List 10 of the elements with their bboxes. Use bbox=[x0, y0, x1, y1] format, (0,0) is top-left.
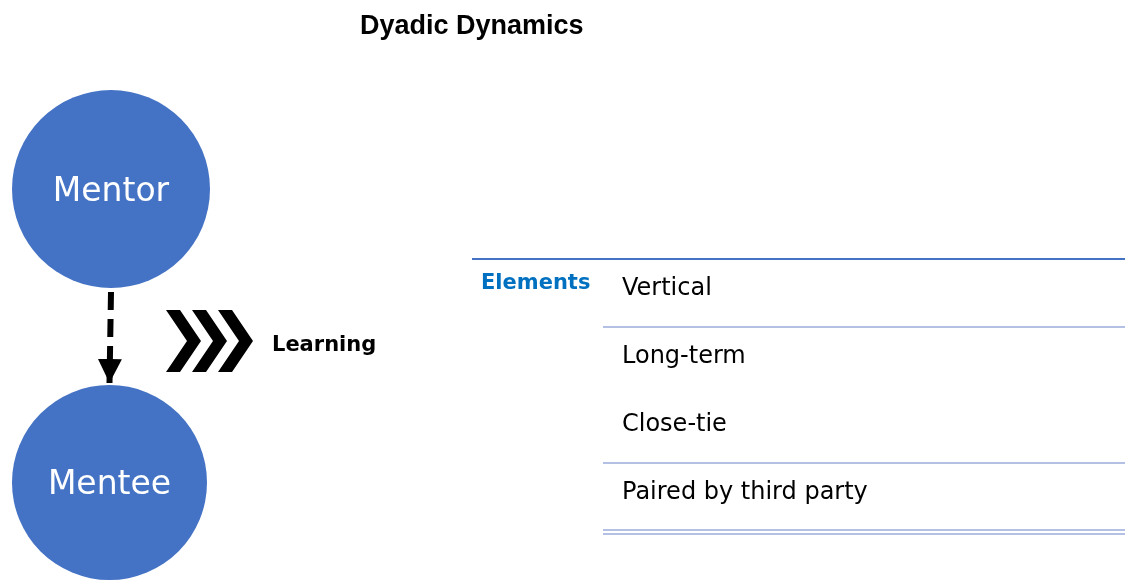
list-item: Long-term bbox=[622, 341, 746, 369]
list-item: Close-tie bbox=[622, 409, 727, 437]
list-item: Vertical bbox=[622, 273, 712, 301]
node-label: Mentor bbox=[52, 169, 170, 209]
title: Dyadic Dynamics bbox=[360, 10, 584, 41]
node-label: Mentee bbox=[47, 463, 172, 502]
arrow-label: Learning bbox=[272, 332, 377, 356]
row-heading: Elements bbox=[481, 270, 591, 294]
list-item: Paired by third party bbox=[622, 477, 868, 505]
dashed-arrow bbox=[97, 291, 122, 384]
